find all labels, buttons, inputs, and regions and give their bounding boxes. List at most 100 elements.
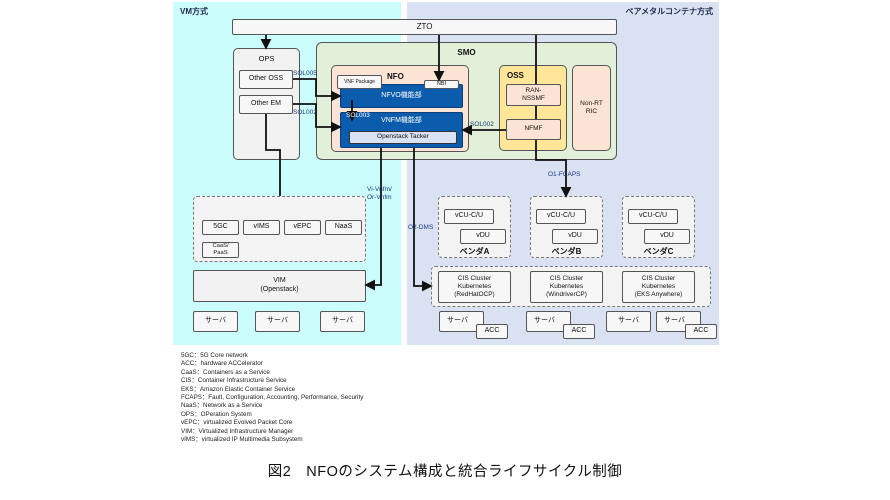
vendor-b-group: [530, 196, 603, 258]
bm-server-2: サーバ: [526, 311, 571, 332]
legend-item: vEPC：virtualized Evolved Packet Core: [181, 419, 293, 427]
vnf-vepc: vEPC: [284, 220, 321, 235]
vnf-vims: vIMS: [243, 220, 280, 235]
vendor-c-group: [622, 196, 695, 258]
legend-item: CaaS：Containers as a Service: [181, 368, 270, 376]
vm-server-2: サーバ: [255, 311, 300, 332]
sol002-right-label: SOL002: [470, 121, 494, 128]
vendor-b-vdu-label: vDU: [568, 232, 582, 240]
bm-server-3-label: サーバ: [618, 317, 639, 325]
baremetal-region-title: ベアメタルコンテナ方式: [625, 7, 713, 16]
legend-item: EKS：Amazon Elastic Container Service: [181, 385, 296, 393]
vendor-a-vcu: vCU-C/U: [444, 209, 494, 224]
ops-title: OPS: [258, 54, 275, 63]
nfvo-label: NFVO機能部: [381, 91, 422, 99]
legend-item: FCAPS：Fault, Configuration, Accounting, …: [181, 394, 364, 402]
legend-item: NaaS：Network as a Service: [181, 402, 263, 410]
vnf-package-box: VNF Package: [337, 75, 382, 89]
bm-server-3: サーバ: [606, 311, 651, 332]
bm-server-1-acc-label: ACC: [484, 327, 500, 335]
openstack-tacker-box: Openstack Tacker: [349, 131, 457, 144]
vm-region-title: VM方式: [180, 7, 208, 16]
cis-cluster-eks: CIS Cluster Kubernetes (EKS Anywhere): [622, 271, 695, 303]
sol005-label: SOL005: [293, 70, 317, 77]
oss-title: OSS: [507, 71, 524, 80]
cis-cluster-redhat-label: CIS Cluster Kubernetes (RedHatOCP): [454, 274, 495, 299]
nbi-box: NBI: [424, 80, 459, 89]
vnf-naas: NaaS: [325, 220, 362, 235]
vim-box: VIM (Openstack): [193, 270, 366, 302]
vnfm-label: VNFM機能部: [381, 117, 422, 124]
vendor-c-vdu: vDU: [644, 229, 690, 244]
legend-item: 5GC：5G Core network: [181, 352, 248, 359]
vendor-a-group: [438, 196, 511, 258]
vm-server-3-label: サーバ: [332, 317, 353, 325]
cis-cluster-redhat: CIS Cluster Kubernetes (RedHatOCP): [438, 271, 511, 303]
other-oss-box: Other OSS: [239, 70, 293, 89]
bm-server-1: サーバ: [439, 311, 484, 332]
legend-item: ACC：hardware ACCelerator: [181, 360, 263, 368]
figure-caption: 図2 NFOのシステム構成と統合ライフサイクル制御: [267, 464, 623, 480]
nfo-title: NFO: [387, 72, 404, 81]
vi-vnfm-label: Vi-Vnfm/ Or-Vnfm: [367, 186, 392, 201]
vendor-a-vdu: vDU: [460, 229, 506, 244]
sol002-left-label: SOL002: [293, 109, 317, 116]
ran-nssmf-box: RAN- NSSMF: [506, 84, 561, 106]
vim-label: VIM (Openstack): [260, 277, 299, 293]
vnf-5gc-label: 5GC: [213, 223, 228, 231]
vendor-b-vcu-label: vCU-C/U: [547, 212, 575, 220]
vnf-vepc-label: vEPC: [293, 223, 312, 231]
bm-server-1-label: サーバ: [447, 317, 468, 324]
openstack-tacker-label: Openstack Tacker: [377, 133, 429, 141]
bm-server-4-acc-label: ACC: [693, 327, 709, 335]
legend-item: CIS：Container Infrastructure Service: [181, 377, 287, 385]
ran-nssmf-label: RAN- NSSMF: [522, 86, 545, 102]
bm-server-4-label: サーバ: [664, 317, 685, 324]
vendor-a-vdu-label: vDU: [476, 232, 490, 240]
non-rt-ric-label: Non-RT RIC: [580, 99, 603, 115]
vm-server-3: サーバ: [320, 311, 365, 332]
vm-server-2-label: サーバ: [267, 317, 288, 325]
nfmf-label: NFMF: [524, 125, 543, 133]
abbreviation-legend: 5GC：5G Core network ACC：hardware ACCeler…: [181, 352, 363, 444]
zto-box: ZTO: [232, 19, 617, 35]
legend-item: VIM：Virtualized Infrastructure Manager: [181, 427, 294, 435]
non-rt-ric-box: Non-RT RIC: [572, 65, 611, 151]
nbi-label: NBI: [436, 81, 447, 88]
vendor-b-vcu: vCU-C/U: [536, 209, 586, 224]
vendor-c-vcu-label: vCU-C/U: [639, 212, 667, 220]
vendor-a-vcu-label: vCU-C/U: [455, 212, 483, 220]
cis-cluster-windriver: CIS Cluster Kubernetes (WindriverCP): [530, 271, 603, 303]
vendor-c-vcu: vCU-C/U: [628, 209, 678, 224]
other-em-box: Other EM: [239, 95, 293, 114]
vendor-c-vdu-label: vDU: [660, 232, 674, 240]
smo-title: SMO: [457, 48, 476, 57]
cis-cluster-eks-label: CIS Cluster Kubernetes (EKS Anywhere): [634, 274, 683, 299]
sol003-label: SOL003: [346, 112, 370, 119]
other-em-label: Other EM: [251, 100, 281, 108]
vendor-b-name: ベンダB: [551, 247, 582, 256]
vendor-b-vdu: vDU: [552, 229, 598, 244]
vm-server-1: サーバ: [193, 311, 238, 332]
vnf-package-label: VNF Package: [344, 78, 375, 85]
bm-server-4-acc: ACC: [685, 324, 717, 339]
vendor-c-name: ベンダC: [643, 247, 674, 256]
cis-cluster-windriver-label: CIS Cluster Kubernetes (WindriverCP): [546, 274, 587, 299]
vnf-naas-label: NaaS: [334, 223, 353, 231]
bm-server-2-acc: ACC: [563, 324, 595, 339]
vendor-a-name: ベンダA: [459, 247, 490, 256]
bm-server-2-acc-label: ACC: [571, 327, 587, 335]
vm-server-1-label: サーバ: [205, 317, 226, 325]
bm-server-2-label: サーバ: [534, 317, 555, 324]
nfmf-box: NFMF: [506, 119, 561, 140]
zto-label: ZTO: [416, 22, 433, 31]
o2-dms-label: O2-DMS: [408, 224, 434, 231]
vnf-vims-label: vIMS: [253, 223, 270, 231]
vnf-caas-paas: CaaS/ PaaS: [202, 242, 239, 258]
bm-server-1-acc: ACC: [476, 324, 508, 339]
legend-item: vIMS：virtualized IP Multimedia Subsystem: [181, 436, 303, 444]
other-oss-label: Other OSS: [248, 75, 284, 83]
legend-item: OPS：OPeration System: [181, 410, 252, 418]
vnf-5gc: 5GC: [202, 220, 239, 235]
vnf-caas-paas-label: CaaS/ PaaS: [212, 242, 229, 256]
